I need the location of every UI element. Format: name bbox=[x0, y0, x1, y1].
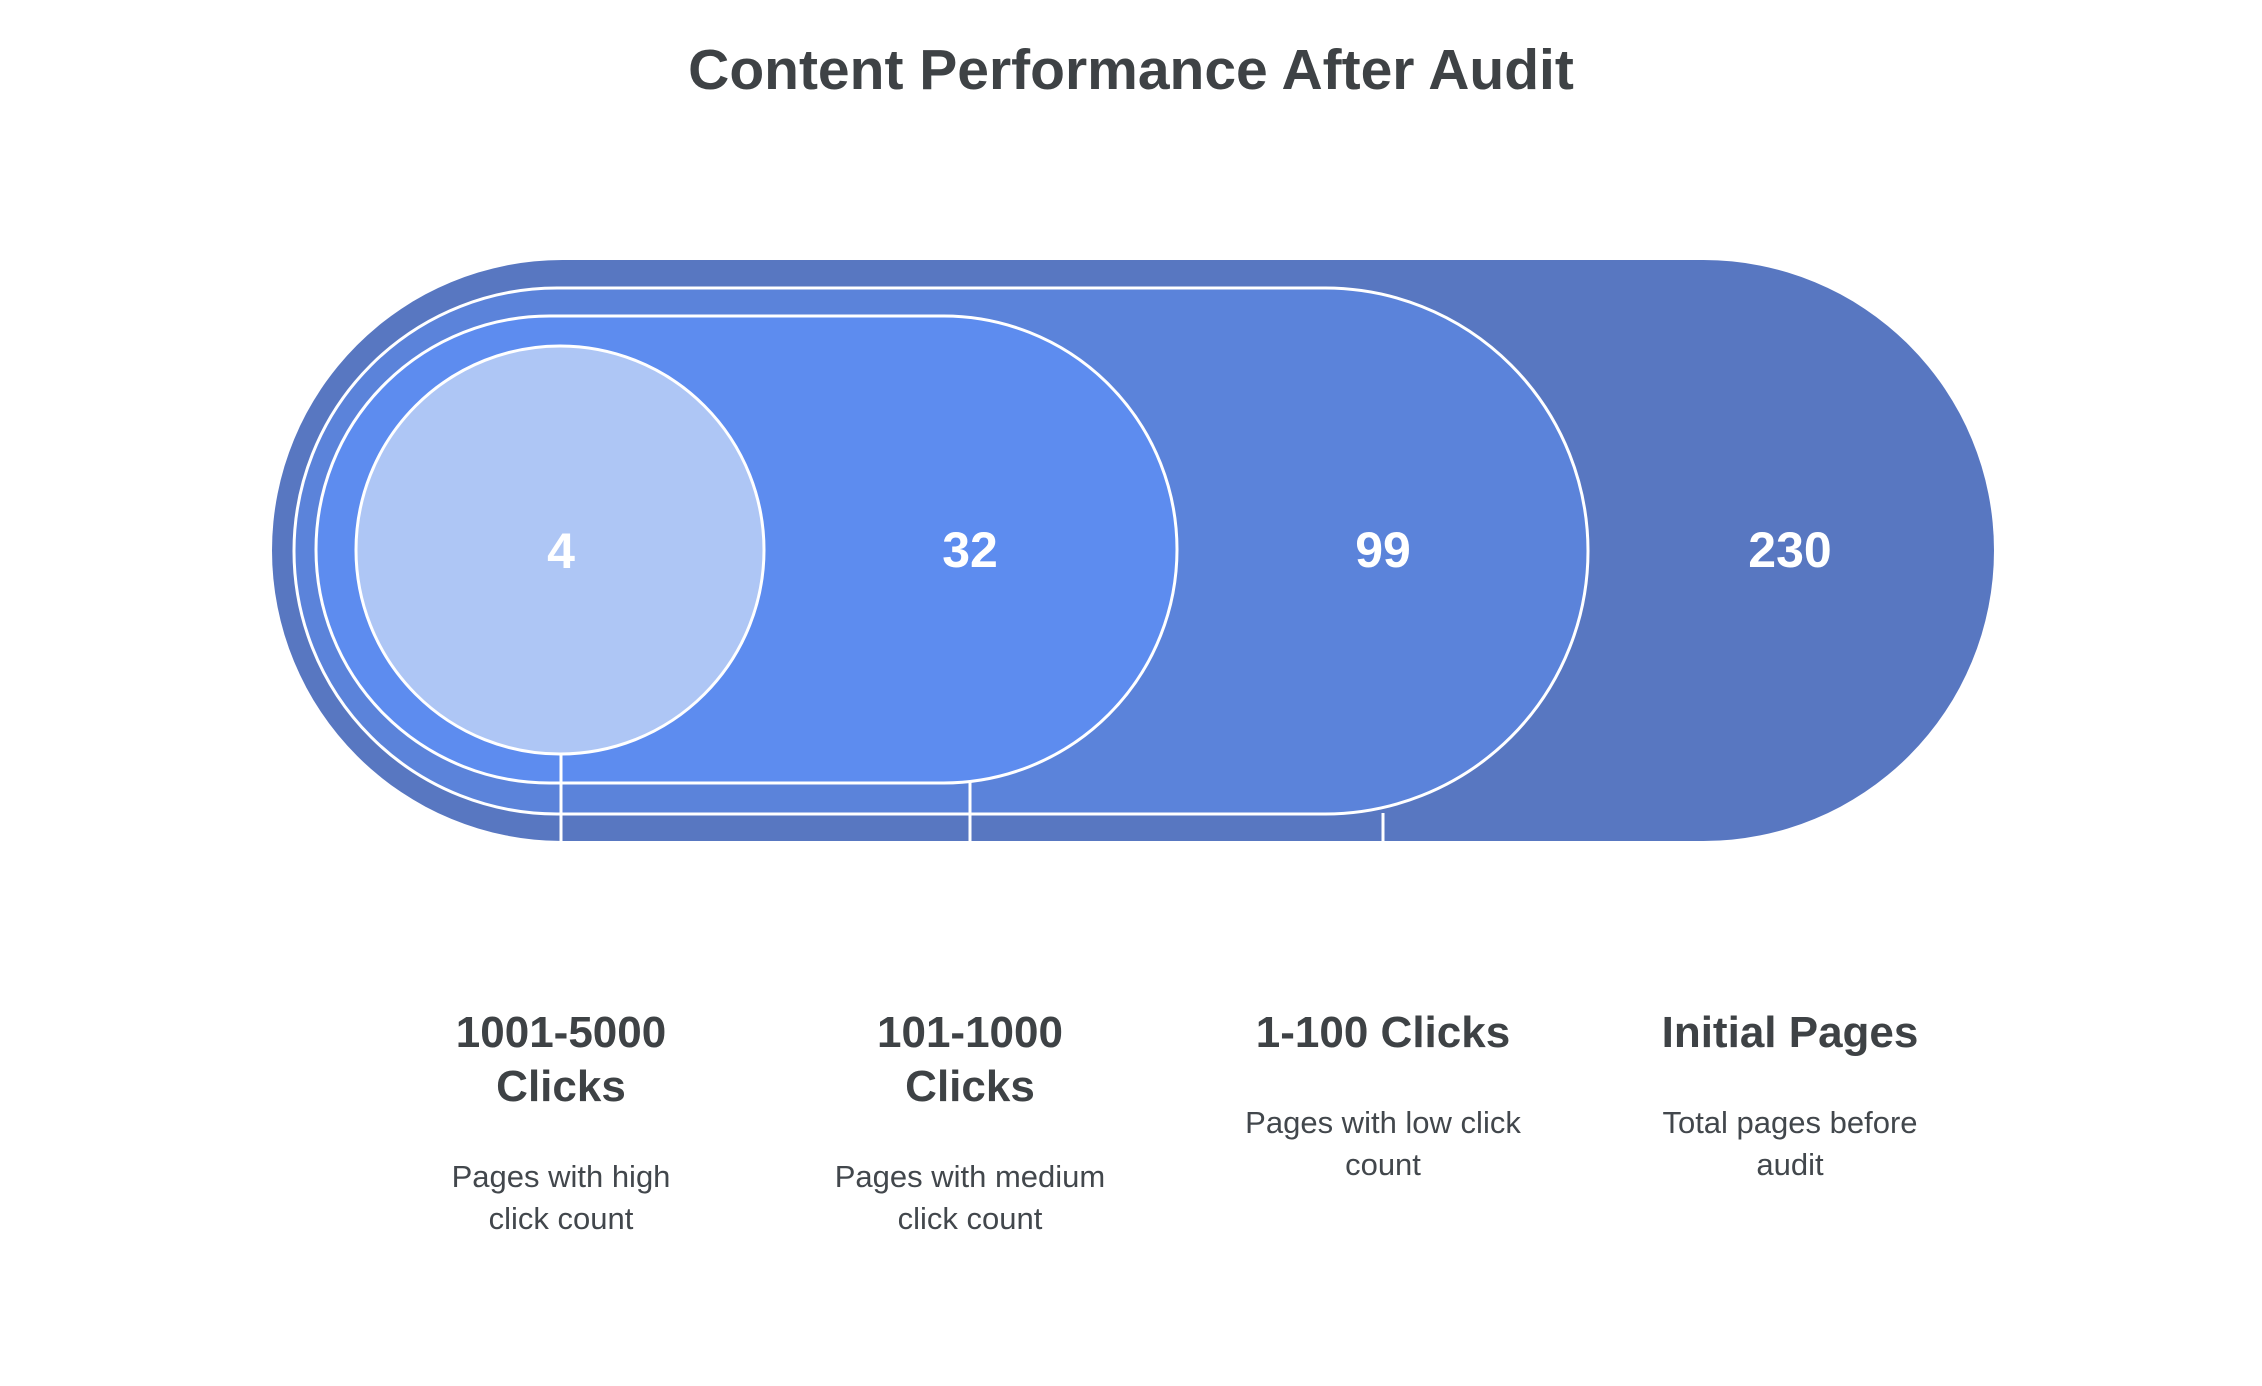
category-description: Pages with low click count bbox=[1245, 1105, 1521, 1182]
value-1-100-clicks: 99 bbox=[1355, 522, 1411, 578]
category-label-1001-5000: 1001-5000 Clicks Pages with high click c… bbox=[321, 988, 801, 1258]
category-label-101-1000: 101-1000 Clicks Pages with medium click … bbox=[730, 988, 1210, 1258]
chart-title: Content Performance After Audit bbox=[688, 38, 1574, 102]
category-heading: 1001-5000 Clicks bbox=[455, 1008, 667, 1111]
category-description: Pages with high click count bbox=[451, 1159, 671, 1236]
category-heading: Initial Pages bbox=[1661, 1008, 1919, 1057]
value-1001-5000-clicks: 4 bbox=[547, 523, 575, 579]
value-initial-pages: 230 bbox=[1748, 522, 1832, 578]
category-label-initial-pages: Initial Pages Total pages before audit bbox=[1550, 988, 2030, 1204]
value-101-1000-clicks: 32 bbox=[942, 522, 998, 578]
category-heading: 1-100 Clicks bbox=[1255, 1008, 1511, 1057]
category-heading: 101-1000 Clicks bbox=[877, 1008, 1063, 1111]
category-description: Total pages before audit bbox=[1662, 1105, 1918, 1182]
category-label-1-100: 1-100 Clicks Pages with low click count bbox=[1143, 988, 1623, 1204]
category-description: Pages with medium click count bbox=[834, 1159, 1106, 1236]
